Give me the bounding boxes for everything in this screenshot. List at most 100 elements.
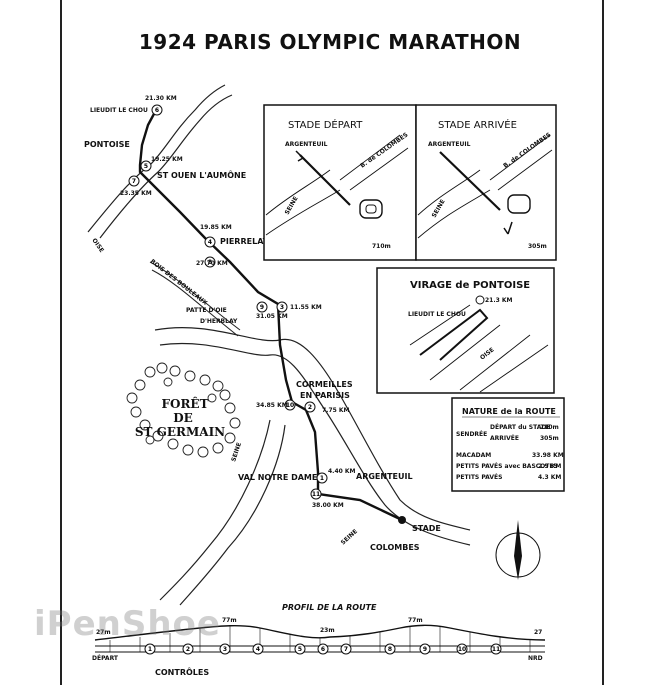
svg-text:1: 1 xyxy=(320,475,324,482)
distance-label: 19.85 KM xyxy=(200,224,232,231)
inset-arrivee-argenteuil: ARGENTEUIL xyxy=(428,141,471,148)
pierrelaye-label: PIERRELAYE xyxy=(220,237,274,246)
svg-text:7: 7 xyxy=(132,178,136,185)
nature-row-label: PETITS PAVÉS avec BASCOTES xyxy=(456,462,558,470)
profile-controls-label: CONTRÔLES xyxy=(155,666,209,677)
nature-row-value: 2.9 KM xyxy=(538,463,561,470)
svg-text:9: 9 xyxy=(260,304,264,311)
distance-label: 38.00 KM xyxy=(312,502,344,509)
distance-label: 7.75 KM xyxy=(322,407,350,414)
profile-control-number: 9 xyxy=(423,646,427,653)
marathon-route xyxy=(138,111,403,522)
profile-control-number: 6 xyxy=(321,646,325,653)
colombes-label: COLOMBES xyxy=(370,543,420,552)
svg-text:5: 5 xyxy=(144,163,148,170)
oise-river xyxy=(87,84,233,239)
distance-labels: 21.30 KM 19.25 KM 23.35 KM 19.85 KM 27.7… xyxy=(120,95,356,509)
seine-label-1: SEINE xyxy=(230,442,243,463)
control-4: 4 xyxy=(204,236,216,248)
profile-start-label: DÉPART xyxy=(92,654,119,662)
map-title: 1924 PARIS OLYMPIC MARATHON xyxy=(138,30,522,54)
profile-control-number: 3 xyxy=(223,646,227,653)
oise-label: OISE xyxy=(90,237,105,254)
control-6: 6 xyxy=(151,104,163,116)
profile-control-marker: 3 xyxy=(219,643,231,655)
foret-label-1: FORÊT xyxy=(161,396,208,411)
distance-label: 21.30 KM xyxy=(145,95,177,102)
nature-row-value: 33.98 KM xyxy=(532,452,564,459)
bois-road-edge xyxy=(151,269,239,337)
profile-control-marker: 5 xyxy=(294,643,306,655)
patte-doie-label-1: PATTE D'OIE xyxy=(186,307,227,314)
distance-label: 31.05 KM xyxy=(256,313,288,320)
profile-control-marker: 6 xyxy=(317,643,329,655)
inset-stade-depart: STADE DÉPART ARGENTEUIL B. de COLOMBES S… xyxy=(263,104,417,261)
control-8: 8 xyxy=(204,256,216,268)
pontoise-label: PONTOISE xyxy=(84,140,130,149)
inset-virage-dist: 21.3 KM xyxy=(485,297,513,304)
route-profile: PROFIL DE LA ROUTE 27m 77m 23m 77m 27 DÉ… xyxy=(92,603,546,677)
control-markers: 6 5 7 4 8 9 3 10 2 1 11 xyxy=(128,104,406,524)
bois-road xyxy=(149,261,241,331)
distance-label: 4.40 KM xyxy=(328,468,356,475)
profile-control-number: 2 xyxy=(186,646,190,653)
distance-label: 19.25 KM xyxy=(151,156,183,163)
forest-trees xyxy=(126,362,241,458)
profile-title: PROFIL DE LA ROUTE xyxy=(282,603,377,612)
distance-label: 23.35 KM xyxy=(120,190,152,197)
nature-de-la-route-box: NATURE de la ROUTE SENDRÉE DÉPART du STA… xyxy=(451,397,565,492)
cormeilles-label-2: EN PARISIS xyxy=(300,391,350,400)
nature-row-label: MACADAM xyxy=(456,452,491,459)
nature-row-value: 305m xyxy=(540,435,559,442)
control-5: 5 xyxy=(140,160,152,172)
val-notre-dame-label: VAL NOTRE DAME xyxy=(238,473,317,482)
svg-text:4: 4 xyxy=(208,239,212,246)
profile-control-marker: 2 xyxy=(182,643,194,655)
profile-control-number: 8 xyxy=(388,646,392,653)
inset-arrivee-dist: 305m xyxy=(528,243,547,250)
compass-icon xyxy=(495,520,541,580)
stade-label: STADE xyxy=(412,524,441,533)
distance-label: 11.55 KM xyxy=(290,304,322,311)
profile-control-marker: 4 xyxy=(252,643,264,655)
nature-row-label: PETITS PAVÉS xyxy=(456,473,502,481)
profile-height-start: 27m xyxy=(96,629,111,636)
profile-end-label: NRD xyxy=(528,655,543,662)
profile-control-number: 7 xyxy=(344,646,348,653)
control-10: 10 xyxy=(284,399,296,411)
inset-stade-arrivee: STADE ARRIVÉE ARGENTEUIL B. de COLOMBES … xyxy=(415,104,557,261)
seine-label-2: SEINE xyxy=(340,528,359,546)
profile-height-peak2: 77m xyxy=(408,617,423,624)
st-ouen-label: ST OUEN L'AUMÔNE xyxy=(157,169,246,180)
profile-control-number: 1 xyxy=(148,646,152,653)
nature-row-label: SENDRÉE xyxy=(456,430,487,438)
profile-control-marker: 10 xyxy=(456,643,468,655)
nature-title: NATURE de la ROUTE xyxy=(462,407,556,416)
inset-depart-title: STADE DÉPART xyxy=(288,118,363,131)
profile-control-number: 5 xyxy=(298,646,302,653)
foret-label-2: DE xyxy=(173,411,193,425)
inset-arrivee-title: STADE ARRIVÉE xyxy=(438,118,517,131)
profile-control-number: 4 xyxy=(256,646,260,653)
patte-doie-label-2: D'HERBLAY xyxy=(200,318,238,325)
profile-control-marker: 8 xyxy=(384,643,396,655)
svg-text:8: 8 xyxy=(208,259,212,266)
inset-virage-lieudit: LIEUDIT LE CHOU xyxy=(408,311,466,318)
profile-control-marker: 11 xyxy=(490,643,502,655)
profile-control-marker: 7 xyxy=(340,643,352,655)
control-3: 3 xyxy=(276,301,288,313)
map-frame xyxy=(60,0,604,685)
distance-label: 34.85 KM xyxy=(256,402,288,409)
distance-label: 27.70 KM xyxy=(196,260,228,267)
control-9: 9 xyxy=(256,301,268,313)
inset-depart-dist: 710m xyxy=(372,243,391,250)
inset-virage-pontoise: VIRAGE de PONTOISE 21.3 KM LIEUDIT LE CH… xyxy=(376,267,555,394)
profile-control-marker: 1 xyxy=(144,643,156,655)
svg-text:11: 11 xyxy=(312,491,320,498)
profile-control-number: 11 xyxy=(492,646,500,653)
watermark-logo: iPenShoe xyxy=(34,604,221,644)
control-1: 1 xyxy=(316,472,328,484)
lieudit-label: LIEUDIT LE CHOU xyxy=(90,107,148,114)
inset-depart-argenteuil: ARGENTEUIL xyxy=(285,141,328,148)
profile-height-end: 27 xyxy=(534,629,542,636)
